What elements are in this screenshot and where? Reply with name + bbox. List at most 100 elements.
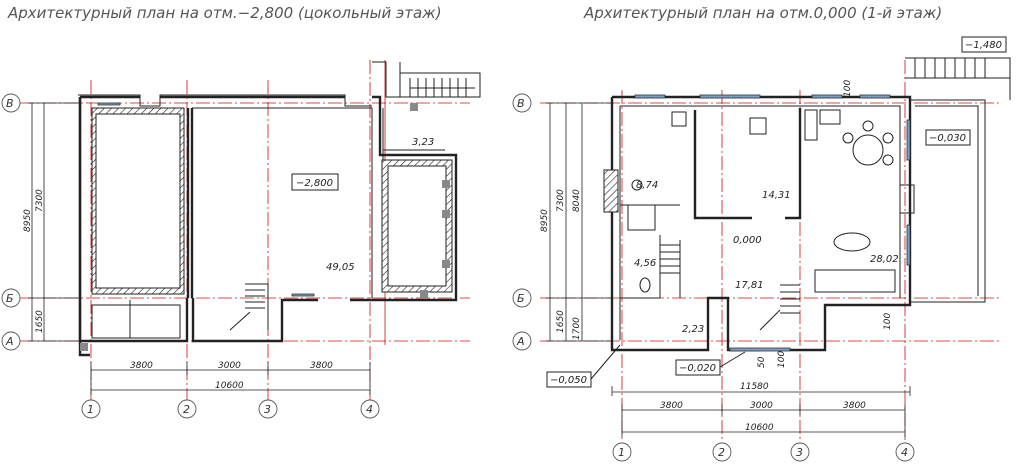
level-box [546, 371, 592, 388]
entrance-block [372, 61, 481, 98]
window [97, 102, 121, 106]
level-box [961, 36, 1007, 53]
axis-marker-3 [790, 442, 810, 462]
window [906, 119, 911, 161]
interior-wall [192, 107, 373, 298]
axis-marker-v [1, 93, 21, 113]
column [410, 103, 418, 111]
window [699, 94, 761, 99]
level-label: −2,800 [296, 178, 333, 189]
dim-vertical: 1700 [572, 317, 582, 340]
dim-horizontal: 3800 [310, 361, 333, 371]
axis-marker-1 [81, 399, 101, 419]
dim-horizontal: 11580 [740, 382, 769, 392]
staircase-bottom [229, 283, 269, 331]
level-label: −1,480 [965, 40, 1002, 51]
window [859, 94, 891, 99]
axis-number: 1 [87, 403, 94, 416]
dim-lines-vertical [28, 102, 80, 342]
small-dim: 100 [883, 313, 893, 330]
interior-wall [693, 108, 802, 220]
left-plan: −2,800 3,23 49,05 8950 7300 1650 3800 30… [1, 60, 481, 419]
small-dim: 100 [777, 351, 787, 368]
axis-marker-3 [258, 399, 278, 419]
shower [627, 204, 656, 231]
wall-inner-line [78, 94, 372, 107]
axis-number: 1 [618, 446, 625, 459]
fixture [749, 117, 767, 135]
axis-marker-2 [177, 399, 197, 419]
chair [842, 132, 854, 144]
outer-wall [78, 95, 458, 343]
axis-marker-2 [712, 442, 732, 462]
window [729, 347, 791, 352]
entrance-steps [905, 57, 1011, 100]
axis-number: 4 [366, 403, 373, 416]
dim-lines-vertical [546, 102, 612, 342]
axis-number: 2 [183, 403, 190, 416]
level-box [925, 129, 971, 146]
room-area: 28,02 [870, 254, 899, 265]
axis-marker-b [512, 288, 532, 308]
level-box [675, 359, 721, 376]
dim-vertical: 8950 [23, 209, 33, 232]
dim-horizontal: 10600 [745, 423, 774, 433]
level-label: −0,050 [550, 375, 587, 386]
axis-number: 2 [718, 446, 725, 459]
room-area: 8,74 [636, 180, 658, 191]
stove [899, 184, 915, 214]
dim-vertical: 1650 [556, 310, 566, 333]
level-label: −0,030 [929, 133, 966, 144]
terrace [910, 99, 986, 303]
dim-vertical: 7300 [35, 189, 45, 212]
dim-horizontal: 3000 [750, 401, 773, 411]
left-plan-title: Архитектурный план на отм.−2,800 (цоколь… [7, 4, 442, 22]
dim-vertical: 8950 [540, 209, 550, 232]
dim-vertical: 8040 [572, 189, 582, 212]
room-outline [95, 113, 181, 289]
sofa [814, 269, 896, 293]
column [80, 343, 88, 351]
room-area: 14,31 [762, 190, 791, 201]
small-dim: 100 [843, 80, 853, 97]
axis-letter: А [5, 335, 14, 348]
room-area: 3,23 [412, 137, 434, 148]
room-area: 17,81 [735, 280, 764, 291]
axis-number: 3 [264, 403, 271, 416]
column [442, 180, 450, 188]
room-area: 2,23 [682, 324, 704, 335]
right-plan-title: Архитектурный план на отм.0,000 (1-й эта… [583, 4, 942, 22]
dim-lines-horizontal [611, 386, 911, 437]
axis-marker-b [1, 288, 21, 308]
stair-room [382, 108, 445, 160]
axis-number: 4 [901, 446, 908, 459]
window [811, 94, 843, 99]
window [906, 224, 911, 266]
staircase-down [759, 284, 800, 331]
staircase-top [409, 78, 475, 97]
lower-room [91, 300, 181, 339]
room-fill [388, 166, 446, 286]
fixture [671, 111, 687, 127]
dim-horizontal: 3800 [843, 401, 866, 411]
axis-letter: В [6, 97, 14, 110]
column [442, 210, 450, 218]
toilet [639, 277, 651, 293]
window [634, 94, 666, 99]
axis-letter: А [516, 335, 525, 348]
axis-marker-4 [895, 442, 915, 462]
right-plan: 8,74 14,31 4,56 17,81 2,23 28,02 0,000 −… [512, 36, 1011, 462]
small-dim: 50 [757, 356, 767, 368]
level-label: −0,020 [679, 363, 716, 374]
axis-letter: Б [6, 292, 14, 305]
axis-marker-4 [360, 399, 380, 419]
stove-top [819, 109, 841, 125]
room-fill [96, 114, 180, 288]
level-label: 0,000 [733, 235, 762, 246]
axis-marker-v [512, 93, 532, 113]
dim-horizontal: 3800 [660, 401, 683, 411]
outer-wall-left [78, 97, 90, 357]
axis-letter: Б [517, 292, 525, 305]
axis-marker-1 [612, 442, 632, 462]
